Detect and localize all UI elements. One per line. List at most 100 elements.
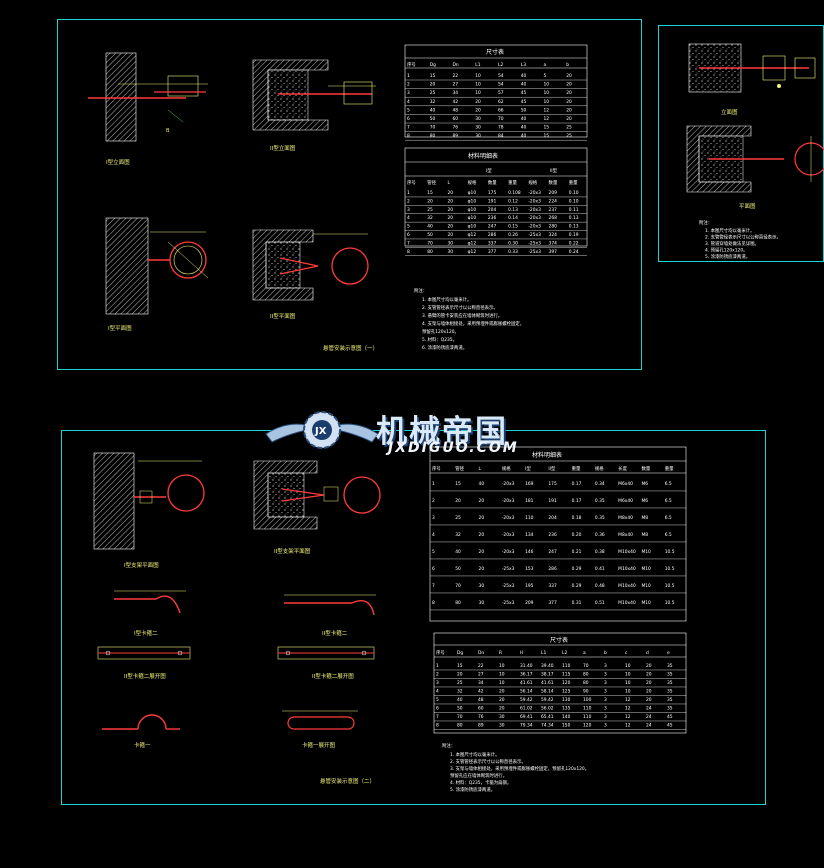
table-cell: 3 (604, 723, 607, 729)
table-cell: 66 (498, 107, 504, 113)
table-cell: φ12 (468, 232, 477, 238)
sheet2-view-label-2: 平面图 (739, 202, 756, 210)
table-cell: 42 (478, 689, 484, 695)
table-cell: 20 (499, 697, 505, 703)
table-cell: 236 (488, 215, 497, 221)
sheet3-view-label-8: 卡箍一展开图 (302, 741, 336, 749)
table-cell: 79.34 (520, 723, 533, 729)
note-line: 4. 预留孔120x120。 (705, 247, 748, 254)
table-header-cell: L3 (521, 62, 526, 68)
table-cell: 25 (455, 515, 461, 521)
table-cell: 12 (625, 723, 631, 729)
table-cell: 10 (475, 82, 481, 88)
table-cell: 10 (499, 663, 505, 669)
table-cell: 27 (478, 672, 484, 678)
table-cell: 20 (479, 498, 485, 504)
table-cell: 4 (407, 99, 410, 105)
table-cell: 286 (488, 232, 497, 238)
table-cell: 15 (457, 663, 463, 669)
drawing-sheet-1[interactable]: B I型立面图 II型立面图 I型平面图 (57, 19, 642, 370)
table-cell: M10 (641, 566, 651, 572)
table-cell: 50 (521, 107, 527, 113)
sheet3-view-label-1: I型支架平面图 (124, 561, 159, 569)
view-label-4: II型平面图 (270, 312, 296, 320)
table-cell: 30 (499, 723, 505, 729)
table-cell: 2 (407, 198, 410, 204)
table-cell: M6 (641, 498, 648, 504)
table-cell: 134 (525, 532, 534, 538)
table-cell: 169 (525, 481, 534, 487)
table-cell: 20 (447, 232, 453, 238)
table-cell: 0.17 (572, 481, 582, 487)
table-cell: 20 (499, 689, 505, 695)
table-cell: φ10 (468, 207, 477, 213)
table-cell: 5 (407, 107, 410, 113)
table-cell: 247 (488, 224, 497, 230)
table-cell: 80 (427, 249, 433, 255)
sheet1-table1-title: 尺寸表 (486, 48, 504, 56)
table-cell: 0.108 (508, 190, 521, 196)
view-type2-elevation (252, 59, 376, 131)
table-cell: 59.42 (541, 697, 554, 703)
table-header-cell: 序号 (436, 649, 445, 656)
table-cell: 0.36 (595, 532, 605, 538)
table-cell: 30 (479, 600, 485, 606)
table-cell: M10 (641, 600, 651, 606)
drawing-sheet-2[interactable]: 立面图 平面图 附注： 1. 本图尺寸均以毫米计。2. 支管管径表示尺寸以公称直… (658, 25, 824, 262)
table-cell: 0.38 (595, 549, 605, 555)
table-cell: 40 (521, 116, 527, 122)
view-clamp-1 (102, 714, 180, 730)
table-cell: M8x40 (618, 532, 633, 538)
table-cell: φ10 (468, 224, 477, 230)
drawing-sheet-3[interactable]: I型支架平面图 II型支架平面图 I型卡箍二 II型卡箍二 I (61, 430, 766, 805)
table-cell: 10 (544, 99, 550, 105)
table-cell: 4 (432, 532, 435, 538)
table-cell: 4 (436, 689, 439, 695)
table-cell: 76 (478, 714, 484, 720)
table-cell: -20x3 (502, 481, 515, 487)
table-cell: 22 (478, 663, 484, 669)
table-cell: 20 (646, 689, 652, 695)
table-cell: M6x40 (618, 481, 633, 487)
note-line: 3. 管道穿墙处做法见详图。 (705, 240, 759, 247)
table-cell: 30 (475, 125, 481, 131)
note-line: 1. 本图尺寸均以毫米计。 (705, 227, 755, 234)
table-cell: 50 (430, 116, 436, 122)
view-sheet2-elevation (688, 43, 816, 93)
note-line: 1. 本图尺寸均以毫米计。 (422, 296, 472, 303)
table-cell: 3 (604, 697, 607, 703)
table-cell: 80 (455, 600, 461, 606)
table-cell: 0.19 (569, 232, 579, 238)
note-line: 5. 涂漆防锈底漆两道。 (705, 253, 750, 260)
view-label-2: II型立面图 (270, 144, 296, 152)
table-header-cell: I型 (525, 465, 531, 472)
table-cell: 5 (544, 73, 547, 79)
table-header-cell: 重量 (665, 465, 674, 472)
table-cell: 70 (498, 116, 504, 122)
table-cell: 153 (525, 566, 534, 572)
table-cell: 65.41 (541, 714, 554, 720)
table-cell: 35 (667, 672, 673, 678)
table-cell: 32 (430, 99, 436, 105)
table-header-cell: 规格 (502, 465, 511, 472)
table-cell: 135 (562, 706, 571, 712)
table-cell: 30 (499, 714, 505, 720)
table-cell: 41.61 (541, 680, 554, 686)
table-header-cell: Dn (453, 62, 459, 68)
table-cell: 0.24 (569, 249, 579, 255)
table-cell: 0.31 (572, 600, 582, 606)
table-cell: 70 (455, 583, 461, 589)
table-cell: 20 (479, 515, 485, 521)
table-cell: 54 (498, 82, 504, 88)
sheet3-view-label-4: II型卡箍二 (322, 629, 348, 637)
table-cell: 39.40 (541, 663, 554, 669)
watermark-logo: JX (262, 398, 562, 468)
table-cell: 0.29 (572, 583, 582, 589)
table-cell: 0.21 (572, 549, 582, 555)
table-header-cell: 重量 (508, 179, 517, 186)
sheet1-title: 悬管安装示意图（一） (323, 344, 378, 352)
table-cell: -20x3 (528, 207, 541, 213)
table-cell: 80 (430, 133, 436, 139)
view-label-3: I型平面图 (108, 324, 132, 332)
table-cell: 50 (427, 232, 433, 238)
